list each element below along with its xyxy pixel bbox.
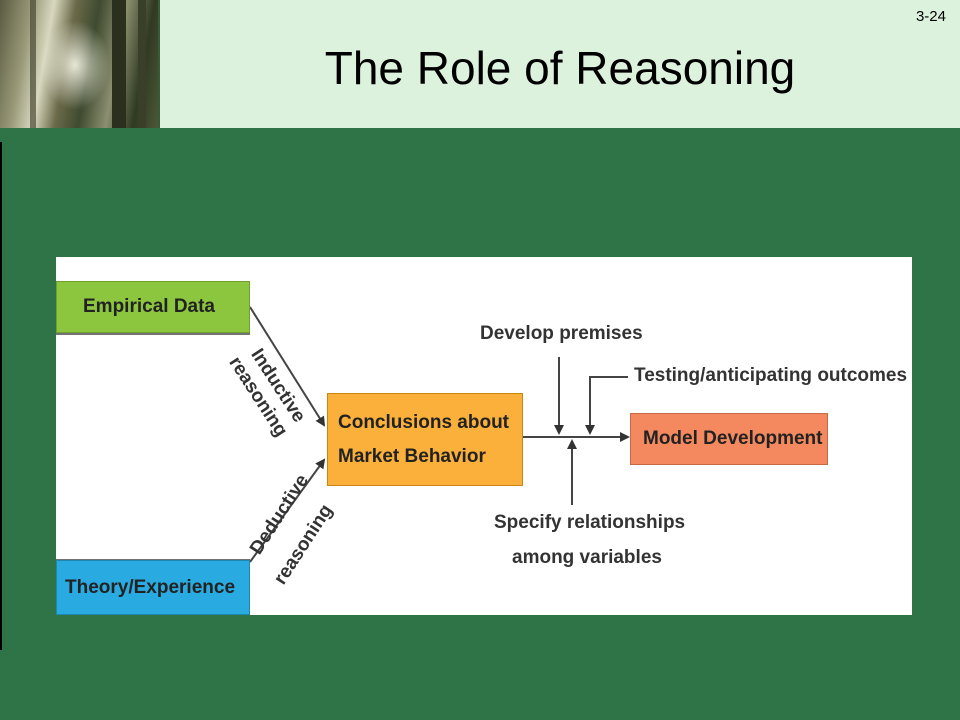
conclusions-line-1: Conclusions about bbox=[338, 411, 509, 433]
tree-trunk bbox=[138, 0, 146, 128]
slide-number: 3-24 bbox=[915, 8, 946, 25]
specify-relationships-label-2: among variables bbox=[512, 547, 662, 568]
testing-outcomes-label: Testing/anticipating outcomes bbox=[634, 365, 908, 386]
conclusions-box: Conclusions about Market Behavior bbox=[327, 393, 523, 486]
photo-edge bbox=[158, 0, 160, 128]
left-rule bbox=[0, 142, 2, 650]
tree-trunk bbox=[30, 0, 36, 128]
theory-experience-box: Theory/Experience bbox=[56, 560, 250, 615]
forest-photo bbox=[0, 0, 160, 128]
conclusions-line-2: Market Behavior bbox=[338, 445, 486, 467]
develop-premises-label: Develop premises bbox=[480, 323, 643, 344]
header-band: The Role of Reasoning 3-24 bbox=[0, 0, 960, 128]
slide-title: The Role of Reasoning bbox=[324, 42, 796, 94]
model-development-box: Model Development bbox=[630, 413, 828, 465]
tree-trunk bbox=[112, 0, 126, 128]
sunlight-glow bbox=[40, 20, 110, 110]
empirical-data-box: Empirical Data bbox=[56, 281, 250, 333]
reasoning-diagram: Empirical Data Theory/Experience Conclus… bbox=[56, 257, 912, 615]
deductive-arrow bbox=[249, 458, 326, 563]
testing-arrow bbox=[585, 376, 628, 435]
inductive-arrow bbox=[249, 306, 326, 427]
specify-relationships-label-1: Specify relationships bbox=[494, 512, 686, 533]
